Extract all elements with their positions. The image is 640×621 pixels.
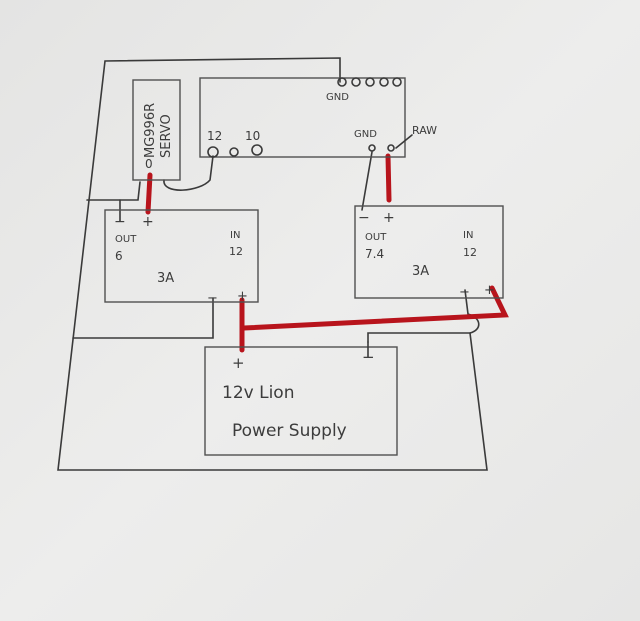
reg2-in-voltage: 12: [463, 246, 477, 259]
ground-wires: [57, 57, 488, 471]
raw-positive-wire: [385, 153, 392, 203]
servo-outline: [132, 79, 181, 181]
reg2-in-label: IN: [463, 230, 473, 241]
controller-pin12-label: 12: [207, 129, 222, 143]
main-positive-bus: [241, 285, 509, 331]
controller-bottom-gnd-label: GND: [354, 129, 377, 140]
reg1-in-plus: +: [237, 289, 248, 304]
controller-pin10-label: 10: [245, 129, 260, 143]
ps-minus: −: [362, 348, 375, 366]
controller-top-gnd-label: GND: [326, 92, 349, 103]
reg1-in-label: IN: [230, 230, 240, 241]
controller-raw-label: RAW: [412, 124, 437, 137]
regulator-right: − + OUT 7.4 IN 12 3A − +: [354, 205, 504, 300]
header-pins-bottom: [207, 144, 395, 158]
ps-outline: [204, 346, 398, 456]
reg1-out-voltage: 6: [115, 249, 123, 263]
servo-pin: 0: [145, 157, 153, 171]
power-supply: + − 12v Lion Power Supply: [204, 341, 398, 456]
servo-box: MG996R SERVO 0: [132, 79, 181, 181]
reg1-out-minus: −: [114, 214, 126, 230]
reg1-in-ground-wire: [72, 297, 214, 339]
ps-label-line1: 12v Lion: [222, 383, 294, 403]
raw-arrow: [395, 134, 413, 149]
reg1-outline: [104, 209, 259, 303]
reg1-out-label: OUT: [115, 234, 137, 245]
controller-outline: [199, 77, 406, 158]
reg2-out-plus: +: [383, 210, 395, 226]
reg1-current: 3A: [157, 271, 174, 286]
outer-ground-loop: [57, 57, 488, 471]
controller-board: GND 12 10 GND RAW: [199, 77, 437, 158]
reg1-in-minus: −: [207, 291, 218, 306]
reg2-in-plus: +: [484, 283, 495, 298]
positive-wires: [145, 153, 509, 353]
regulator-left: − + OUT 6 IN 12 3A − +: [104, 209, 259, 306]
reg1-in-voltage: 12: [229, 245, 243, 258]
servo-ground-wire: [86, 181, 141, 201]
ps-plus: +: [232, 354, 245, 372]
reg2-out-minus: −: [358, 210, 370, 226]
ps-label-line2: Power Supply: [232, 421, 347, 441]
reg2-ground-wire: [464, 289, 480, 334]
reg2-outline: [354, 205, 504, 299]
reg1-out-plus: +: [142, 214, 154, 230]
reg2-out-voltage: 7.4: [365, 247, 384, 261]
reg2-out-label: OUT: [365, 232, 387, 243]
servo-label-type: SERVO: [159, 114, 174, 158]
header-pins-top: [337, 77, 402, 87]
controller-gnd-wire: [361, 151, 373, 211]
reg2-in-minus: −: [459, 285, 470, 300]
servo-positive-wire: [145, 172, 153, 215]
signal-wire-pin12: [163, 155, 214, 191]
reg2-current: 3A: [412, 264, 429, 279]
servo-label-model: MG996R: [143, 103, 158, 158]
